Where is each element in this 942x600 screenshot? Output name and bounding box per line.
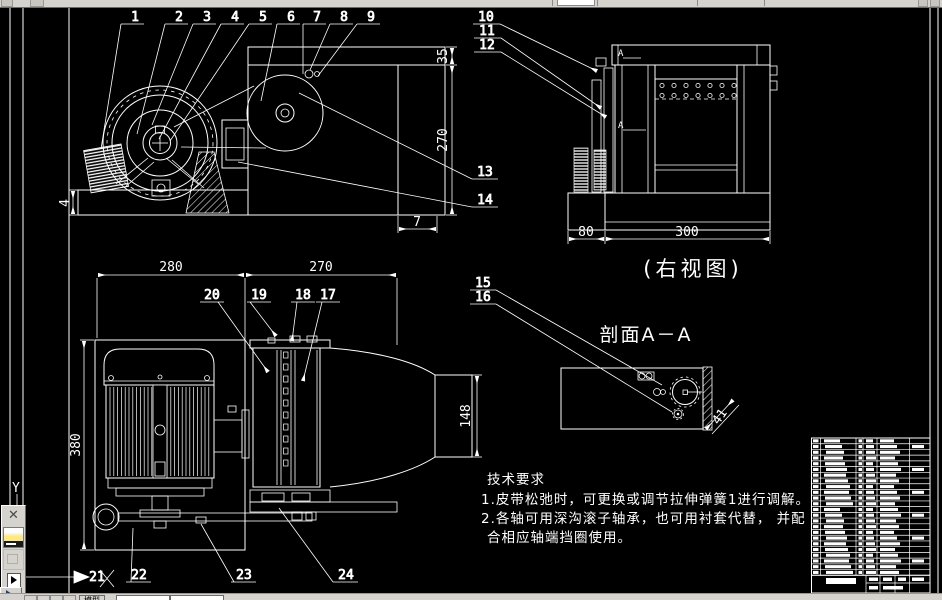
flyout-tool-button[interactable]: [4, 571, 23, 590]
section-label: 剖面A－A: [600, 324, 693, 346]
dim-front-top: 35: [436, 48, 451, 64]
svg-text:7: 7: [313, 10, 321, 25]
tab-model[interactable]: 模型: [79, 595, 105, 600]
callout-10: 10: [473, 10, 598, 73]
svg-text:14: 14: [477, 193, 493, 208]
svg-text:21: 21: [89, 570, 105, 585]
section-aa-view: 剖面A－A 41: [560, 324, 740, 435]
svg-text:17: 17: [320, 288, 336, 303]
tab-scroll-button[interactable]: [24, 595, 37, 600]
callout-21: 21: [20, 570, 115, 588]
plan-view: 280 270 380: [69, 260, 482, 551]
callout-19: 19: [247, 288, 278, 338]
callout-23: 23: [200, 523, 256, 583]
svg-text:15: 15: [475, 276, 491, 291]
parts-list-table: [811, 437, 931, 594]
callout-3: 3: [151, 10, 216, 126]
section-mark-a-top: A: [618, 49, 624, 59]
tech-line-2: 2.各轴可用深沟滚子轴承，也可用衬套代替， 并配: [481, 510, 806, 527]
dim-side-left: 80: [578, 225, 594, 240]
inactive-tool-button[interactable]: [3, 549, 24, 570]
ucs-y-label: Y: [12, 481, 20, 496]
toolbar-button[interactable]: [918, 0, 928, 7]
svg-text:11: 11: [479, 24, 495, 39]
tech-line-1: 1.皮带松弛时，可更换或调节拉伸弹簧1进行调解。: [481, 492, 810, 508]
callout-13: 13: [298, 92, 498, 180]
svg-text:8: 8: [340, 10, 348, 25]
callout-17: 17: [300, 288, 340, 382]
tab-scroll-button[interactable]: [50, 595, 63, 600]
dim-plan-depth: 380: [69, 433, 84, 456]
tab-layout-2[interactable]: [170, 595, 224, 600]
callout-16: 16: [470, 290, 673, 413]
svg-text:24: 24: [338, 568, 354, 583]
callout-8: 8: [309, 10, 353, 71]
callout-5: 5: [169, 10, 272, 142]
svg-text:10: 10: [478, 10, 494, 25]
erase-tool-button[interactable]: ✕: [8, 508, 19, 523]
toolbar-button[interactable]: [30, 0, 44, 7]
callout-6: 6: [260, 10, 300, 102]
svg-text:16: 16: [475, 290, 491, 305]
dim-section-offset: 41: [709, 406, 730, 427]
svg-text:18: 18: [295, 288, 311, 303]
front-view: 7: [58, 46, 457, 233]
svg-text:4: 4: [231, 10, 239, 25]
callout-12: 12: [474, 38, 608, 119]
callout-24: 24: [278, 507, 358, 583]
svg-text:2: 2: [175, 10, 183, 25]
dim-plan-left: 280: [159, 260, 182, 275]
callout-4: 4: [158, 10, 244, 140]
svg-text:23: 23: [236, 568, 252, 583]
dim-front-step: 7: [413, 215, 421, 230]
callout-15: 15: [470, 276, 663, 386]
tab-scroll-button[interactable]: [37, 595, 50, 600]
svg-text:5: 5: [259, 10, 267, 25]
callout-22: 22: [126, 527, 151, 583]
section-mark-a-mid: A: [618, 121, 624, 131]
layers-tool-button[interactable]: [3, 527, 24, 548]
svg-text:1: 1: [131, 10, 139, 25]
tech-line-3: 合相应轴端挡圈使用。: [487, 529, 632, 546]
callout-7: 7: [302, 10, 326, 74]
dim-plan-outlet: 148: [459, 404, 474, 427]
tech-title: 技术要求: [487, 472, 545, 488]
callout-1: 1: [100, 10, 144, 150]
dim-side-main: 300: [675, 225, 698, 240]
callout-20: 20: [200, 288, 270, 374]
toolbar-field[interactable]: [557, 0, 595, 6]
tab-layout-1[interactable]: [116, 595, 170, 600]
svg-text:13: 13: [477, 165, 493, 180]
svg-text:22: 22: [131, 568, 147, 583]
svg-text:20: 20: [204, 288, 220, 303]
right-side-view: A A 80 300 (右视图): [567, 44, 778, 281]
toolbar-top-strip: [0, 0, 942, 8]
callout-14: 14: [237, 161, 498, 208]
svg-text:6: 6: [287, 10, 295, 25]
technical-requirements: 技术要求 1.皮带松弛时，可更换或调节拉伸弹簧1进行调解。 2.各轴可用深沟滚子…: [481, 472, 810, 546]
callout-11: 11: [474, 24, 603, 110]
svg-text:12: 12: [479, 38, 495, 53]
layout-tabs-strip: 模型: [0, 593, 942, 600]
sheet-border-lines: [9, 7, 939, 593]
callout-2: 2: [136, 10, 188, 135]
dim-front-plate: 4: [58, 199, 73, 207]
dim-plan-right: 270: [309, 260, 332, 275]
callout-9: 9: [317, 10, 380, 77]
dim-front-height: 270: [436, 128, 451, 151]
tab-scroll-button[interactable]: [63, 595, 76, 600]
floating-toolbar: ✕: [1, 505, 26, 600]
svg-text:3: 3: [203, 10, 211, 25]
svg-text:19: 19: [251, 288, 267, 303]
part-callouts: 1 2 3 4 5 6 7 8 9 10 11 12 13 14 15 16 1…: [20, 10, 673, 588]
svg-text:9: 9: [367, 10, 375, 25]
right-view-label: (右视图): [643, 257, 742, 281]
toolbar-button[interactable]: [1, 0, 13, 7]
callout-18: 18: [289, 288, 315, 342]
toolbar-button[interactable]: [930, 0, 940, 7]
